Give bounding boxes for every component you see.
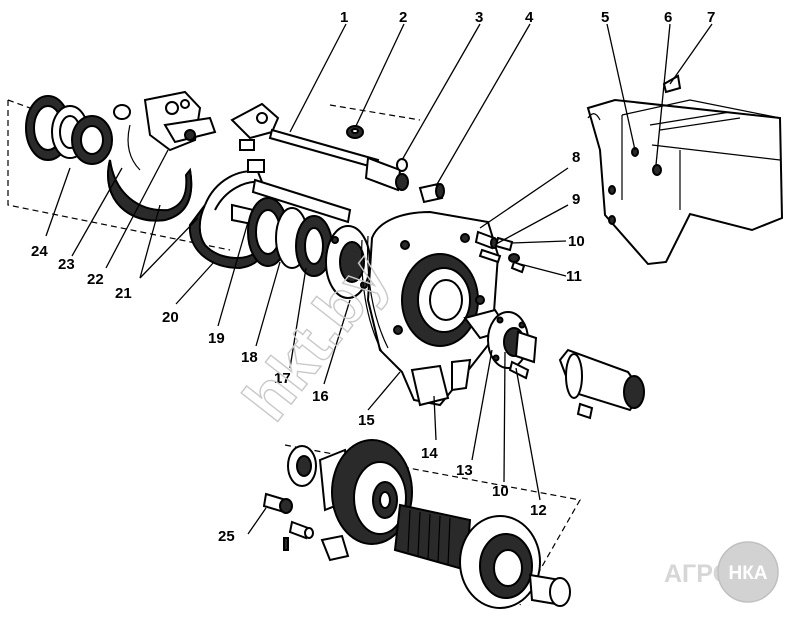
callout-7: 7 <box>707 9 715 26</box>
callout-25: 25 <box>218 528 235 545</box>
part-sleeve-cover <box>558 348 645 420</box>
callout-14: 14 <box>421 445 438 462</box>
callout-24: 24 <box>31 243 48 260</box>
callout-11: 11 <box>566 268 582 285</box>
callout-21: 21 <box>115 285 132 302</box>
callout-4: 4 <box>525 9 534 26</box>
callout-17: 17 <box>274 370 291 387</box>
callout-5: 5 <box>601 9 609 26</box>
leader-lines <box>45 23 713 535</box>
callout-labels: 1 2 3 4 5 6 7 8 9 10 11 12 13 10 14 15 1… <box>31 9 715 545</box>
callout-6: 6 <box>664 9 672 26</box>
part-24-seal-bearing <box>25 95 131 165</box>
part-2-nut <box>346 125 364 139</box>
callout-2: 2 <box>399 9 407 26</box>
agronka-logo: АГРО НКА <box>664 541 779 603</box>
callout-22: 22 <box>87 271 104 288</box>
logo-badge <box>717 541 779 603</box>
part-1-shaft-rod <box>268 128 409 192</box>
part-lower-gear-shaft-assembly <box>287 439 571 609</box>
part-15-gearbox-housing <box>361 210 500 407</box>
callout-10-upper: 10 <box>568 233 585 250</box>
callout-10-lower: 10 <box>492 483 509 500</box>
callout-1: 1 <box>340 9 348 26</box>
part-5-7-cover-bracket <box>586 74 784 266</box>
callout-18: 18 <box>241 349 258 366</box>
callout-9: 9 <box>572 191 580 208</box>
callout-23: 23 <box>58 256 75 273</box>
logo-badge-text: НКА <box>728 563 767 584</box>
callout-3: 3 <box>475 9 483 26</box>
part-3-small-ring <box>396 158 408 172</box>
callout-8: 8 <box>572 149 580 166</box>
part-25-needle-bearing <box>262 492 314 551</box>
part-16-flange-drum <box>325 225 371 299</box>
part-17-bearing <box>295 215 333 277</box>
callout-12: 12 <box>530 502 547 519</box>
callout-19: 19 <box>208 330 225 347</box>
callout-13: 13 <box>456 462 473 479</box>
part-13-output-flange <box>463 308 538 369</box>
part-18-bearing <box>247 197 309 269</box>
part-12-bolt <box>508 360 530 380</box>
part-4-bushing <box>418 182 445 204</box>
part-22-23-brake-band <box>107 90 217 222</box>
callout-16: 16 <box>312 388 329 405</box>
callout-15: 15 <box>358 412 375 429</box>
callout-20: 20 <box>162 309 179 326</box>
